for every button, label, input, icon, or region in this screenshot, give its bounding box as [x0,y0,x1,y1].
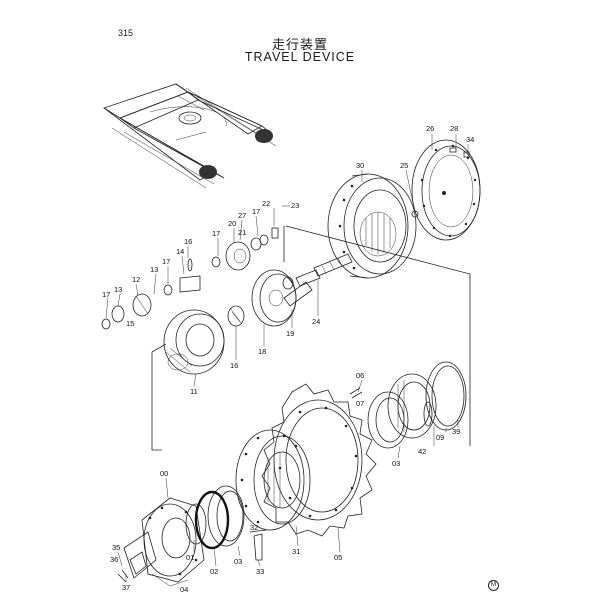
part-label: 28 [450,124,458,133]
part-label: 30 [356,161,364,170]
cover-drawing [411,139,481,241]
sprocket-icon [255,129,273,143]
part-label: 03 [392,459,400,468]
part-label: 42 [418,447,426,456]
part-label: 09 [436,433,444,442]
part-label: 37 [122,583,130,592]
shaft-drawing [295,253,353,287]
part-label: 05 [334,553,342,562]
title-english: TRAVEL DEVICE [244,50,356,64]
part-label: 00 [160,469,168,478]
title-japanese: 走行装置 [271,38,328,53]
corner-mark: M [488,580,499,591]
page-number: 315 [118,28,134,38]
part-label: 02 [210,567,218,576]
part-label: 27 [238,211,246,220]
part-label: 23 [291,201,299,210]
part-label: 17 [102,290,110,299]
planetary-gear-drawing [101,227,313,375]
part-label: 11 [190,387,198,396]
part-label: 35 [112,543,120,552]
part-label: 34 [466,135,474,144]
part-label: 22 [262,199,270,208]
travel-motor-drawing [117,497,205,587]
part-label: 06 [356,371,364,380]
part-label: 13 [114,285,122,294]
part-label: 20 [228,219,236,228]
part-label: 13 [150,265,158,274]
part-label: 01 [186,553,194,562]
sprocket-icon [199,165,217,179]
track-frame-drawing [103,83,277,189]
part-label: 18 [258,347,266,356]
part-label: 33 [256,567,264,576]
part-label: 16 [230,361,238,370]
part-label: 19 [286,329,294,338]
bearing-rings-drawing [349,361,467,449]
part-label: 26 [426,124,434,133]
part-label: 25 [400,161,408,170]
part-label: 17 [162,257,170,266]
part-label: 39 [452,427,460,436]
part-label: 17 [212,229,220,238]
part-label: 17 [252,207,260,216]
part-label: 24 [312,317,320,326]
flange-drawing [235,429,311,531]
part-label: 03 [234,557,242,566]
part-label: 21 [238,228,246,237]
part-label: 07 [356,399,364,408]
part-label: 31 [292,547,300,556]
seal-rings-drawing [185,485,245,550]
part-label: 04 [180,585,188,594]
part-label: 16 [184,237,192,246]
part-label: 12 [132,275,140,284]
part-label: 36 [110,555,118,564]
part-labels: 26 28 34 25 30 22 23 27 17 20 17 21 16 1… [102,124,474,594]
part-label: 14 [176,247,184,256]
hub-drawing [327,173,417,279]
part-label: 15 [126,319,134,328]
part-label: 32 [250,523,258,532]
